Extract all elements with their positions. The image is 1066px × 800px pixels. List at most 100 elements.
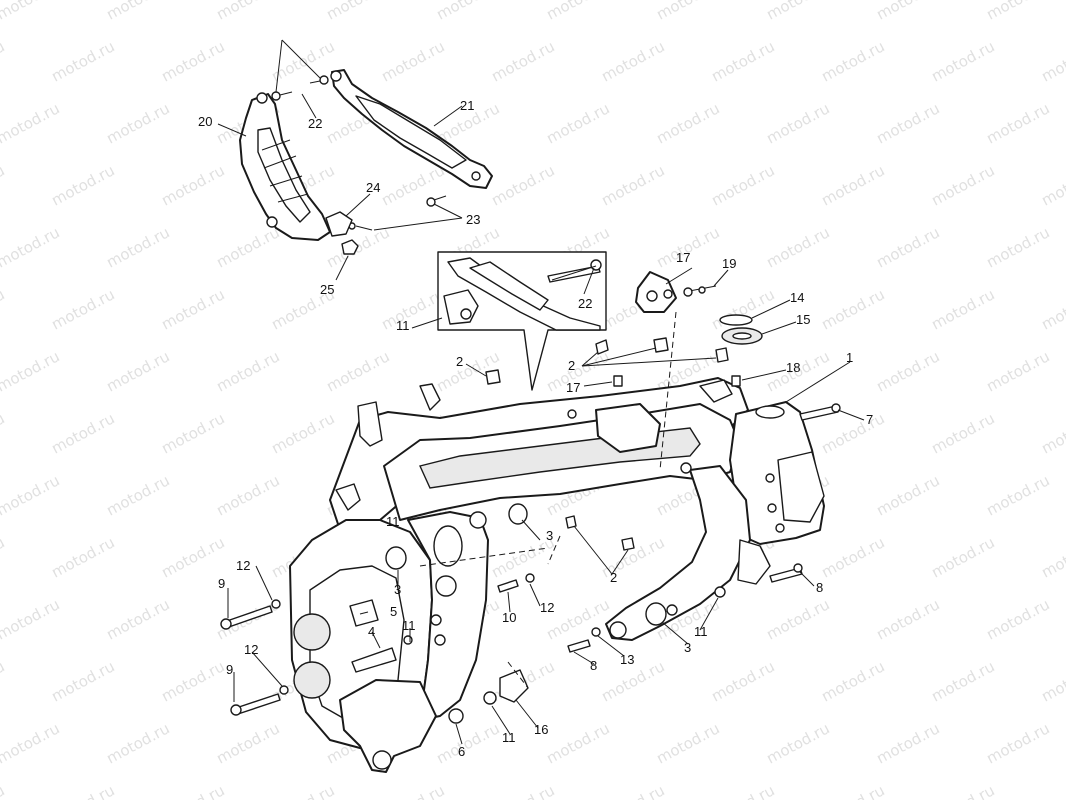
watermark-text: motod.ru (818, 409, 887, 457)
watermark-text: motod.ru (818, 161, 887, 209)
watermark-text: motod.ru (708, 161, 777, 209)
watermark-text: motod.ru (0, 595, 63, 643)
watermark-text: motod.ru (48, 37, 117, 85)
watermark-text: motod.ru (763, 0, 832, 24)
watermark-text: motod.ru (158, 161, 227, 209)
watermark-text: motod.ru (0, 0, 63, 24)
engine-mount-16 (635, 271, 717, 313)
watermark-text: motod.ru (818, 657, 887, 705)
watermark-text: motod.ru (48, 781, 117, 800)
watermark-text: motod.ru (873, 595, 942, 643)
watermark-text: motod.ru (818, 37, 887, 85)
watermark-text: motod.ru (983, 595, 1052, 643)
watermark-text: motod.ru (103, 595, 172, 643)
watermark-text: motod.ru (48, 657, 117, 705)
watermark-text: motod.ru (158, 37, 227, 85)
watermark-text: motod.ru (48, 285, 117, 333)
bushing-parts-2 (485, 337, 729, 551)
watermark-text: motod.ru (873, 223, 942, 271)
watermark-text: motod.ru (488, 781, 557, 800)
spacers-3-4-5 (349, 503, 667, 673)
callout-6: 6 (458, 744, 465, 759)
watermark-text: motod.ru (598, 37, 667, 85)
callout-11: 11 (386, 514, 400, 529)
watermark-text: motod.ru (0, 409, 8, 457)
watermark-text: motod.ru (543, 0, 612, 24)
callout-11: 11 (694, 624, 708, 639)
side-cover-left-19 (239, 92, 331, 241)
watermark-text: motod.ru (213, 471, 282, 519)
bracket-23 (325, 211, 353, 237)
watermark-text: motod.ru (0, 161, 8, 209)
watermark-text: motod.ru (763, 595, 832, 643)
watermark-text: motod.ru (1038, 657, 1066, 705)
detail-inset (437, 251, 607, 391)
nut-24 (341, 239, 359, 255)
watermark-text: motod.ru (213, 223, 282, 271)
watermark-text: motod.ru (0, 781, 8, 800)
callout-2: 2 (610, 570, 617, 585)
watermark-text: motod.ru (0, 471, 63, 519)
callout-8: 8 (816, 580, 823, 595)
watermark-text: motod.ru (1038, 409, 1066, 457)
watermark-text: motod.ru (928, 657, 997, 705)
watermark-text: motod.ru (763, 99, 832, 147)
leader-lines (217, 39, 865, 745)
main-frame-1 (289, 377, 825, 773)
bracket-15-and-nuts (403, 586, 726, 724)
callout-12: 12 (244, 642, 258, 657)
callout-3: 3 (394, 582, 401, 597)
watermark-text: motod.ru (1038, 285, 1066, 333)
watermark-text: motod.ru (708, 657, 777, 705)
rings-13-14 (719, 314, 763, 345)
watermark-text: motod.ru (1038, 533, 1066, 581)
watermark-text: motod.ru (873, 99, 942, 147)
studs-17 (613, 375, 741, 387)
watermark-text: motod.ru (983, 0, 1052, 24)
callout-21: 22 (578, 296, 592, 311)
watermark-text: motod.ru (928, 781, 997, 800)
callout-7: 7 (866, 412, 873, 427)
watermark-text: motod.ru (378, 781, 447, 800)
callout-5: 5 (390, 604, 397, 619)
watermark-text: motod.ru (1038, 781, 1066, 800)
callout-17: 17 (566, 380, 580, 395)
callout-20: 21 (460, 98, 474, 113)
watermark-text: motod.ru (323, 0, 392, 24)
watermark-text: motod.ru (928, 37, 997, 85)
watermark-text: motod.ru (0, 223, 63, 271)
callout-15: 16 (534, 722, 548, 737)
watermark-text: motod.ru (708, 37, 777, 85)
watermark-text: motod.ru (653, 0, 722, 24)
callout-17: 18 (786, 360, 800, 375)
watermark-text: motod.ru (543, 99, 612, 147)
callout-1: 1 (846, 350, 853, 365)
watermark-text: motod.ru (0, 285, 8, 333)
callout-23: 24 (366, 180, 380, 195)
callout-9: 9 (218, 576, 225, 591)
watermark-text: motod.ru (928, 409, 997, 457)
watermark-text: motod.ru (763, 719, 832, 767)
callout-12: 13 (620, 652, 634, 667)
callout-3: 3 (684, 640, 691, 655)
watermark-text: motod.ru (0, 37, 8, 85)
screws-25-22 (271, 75, 447, 231)
watermark-text: motod.ru (983, 347, 1052, 395)
callout-14: 15 (796, 312, 810, 327)
watermark-text: motod.ru (158, 409, 227, 457)
watermark-text: motod.ru (268, 781, 337, 800)
watermark-text: motod.ru (48, 161, 117, 209)
watermark-text: motod.ru (103, 99, 172, 147)
watermark-text: motod.ru (213, 719, 282, 767)
watermark-text: motod.ru (818, 781, 887, 800)
callout-12: 12 (540, 600, 554, 615)
callout-4: 4 (368, 624, 375, 639)
watermark-text: motod.ru (378, 285, 447, 333)
watermark-text: motod.ru (158, 285, 227, 333)
watermark-text: motod.ru (873, 0, 942, 24)
callout-8: 8 (590, 658, 597, 673)
watermark-text: motod.ru (103, 223, 172, 271)
watermark-text: motod.ru (598, 161, 667, 209)
watermark-text: motod.ru (983, 471, 1052, 519)
